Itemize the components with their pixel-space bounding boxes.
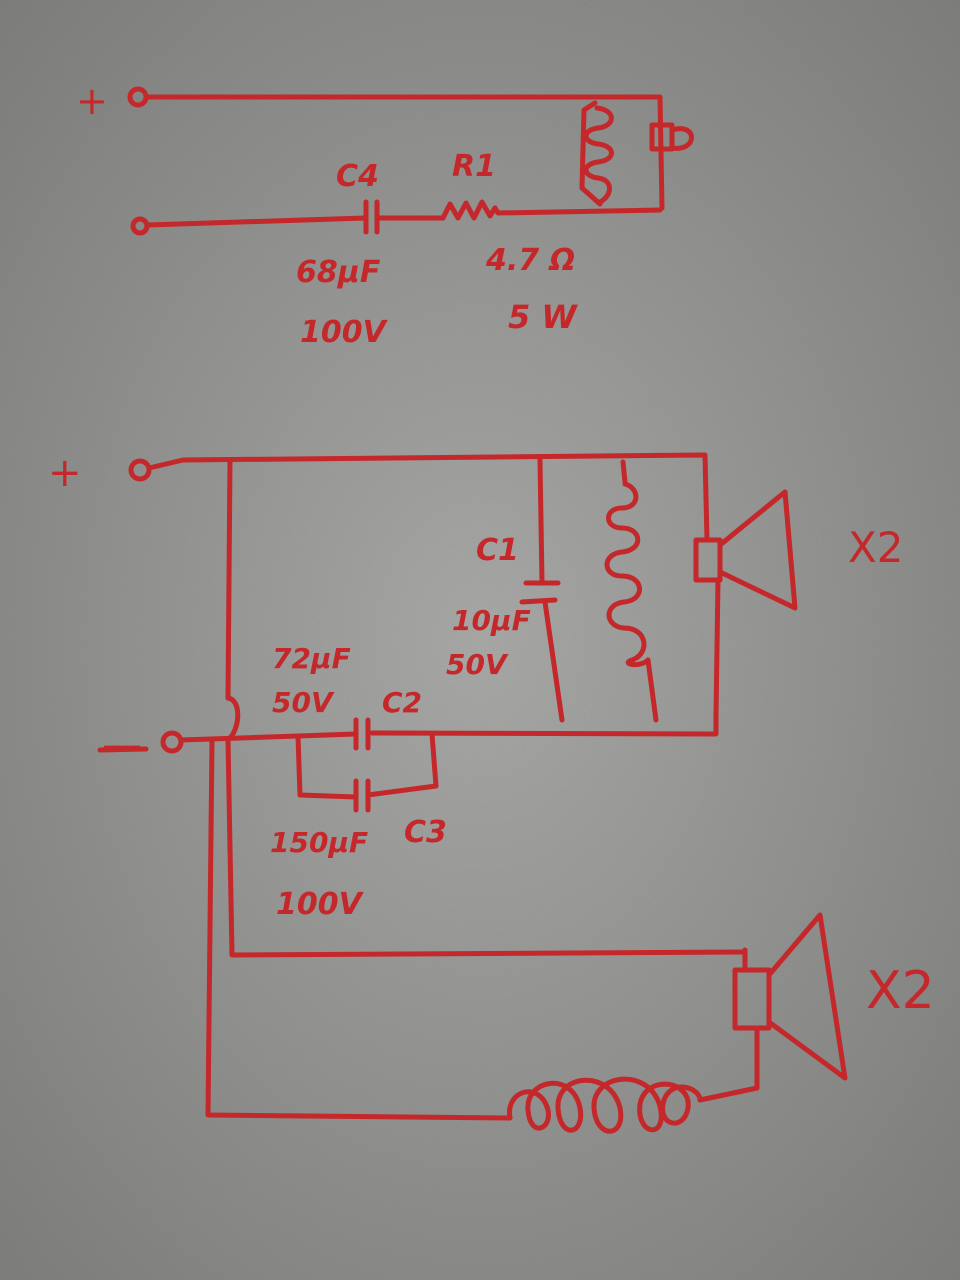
lower-speaker-feed-wire — [697, 1027, 760, 1103]
labels: + C4 R1 68µF 100V 4.7 Ω 5 W + — C1 10µF … — [48, 79, 935, 1021]
c4-voltage: 100V — [300, 315, 389, 350]
c4-label: C4 — [336, 159, 379, 194]
c1-capacitor-plate-b — [519, 597, 558, 605]
negative-input-terminal — [160, 730, 184, 754]
lower-speaker-count: X2 — [866, 961, 935, 1021]
positive-rail-wire — [146, 452, 710, 543]
c4-value: 68µF — [296, 255, 381, 290]
top-rail-wire — [143, 94, 665, 211]
upper-speaker-count: X2 — [848, 523, 904, 572]
c2-value: 72µF — [272, 642, 351, 675]
speaker-cone-icon — [717, 489, 798, 611]
inductor-top-wire — [620, 459, 628, 485]
outer-return-wire — [205, 737, 513, 1121]
c1-voltage: 50V — [446, 648, 509, 681]
c3-right-wire — [365, 731, 439, 798]
woofer-crossover — [97, 452, 848, 1134]
series-inductor-icon — [507, 1076, 703, 1134]
tweeter-positive-label: + — [76, 79, 108, 123]
negative-rail-right — [369, 712, 719, 737]
inductor-coil-icon — [583, 105, 614, 205]
woofer-negative-label: — — [102, 722, 142, 768]
c1-value: 10µF — [452, 604, 531, 637]
inductor-bottom-wire — [645, 657, 659, 723]
c3-left-wire — [295, 733, 359, 800]
upper-speaker-return-wire — [713, 577, 721, 718]
upper-speaker-magnet — [693, 537, 723, 583]
cap-input-wire — [144, 215, 368, 228]
lower-speaker-magnet — [732, 967, 772, 1031]
speaker-cone-icon — [766, 912, 848, 1081]
r1-label: R1 — [452, 149, 496, 184]
negative-sign-mark — [97, 746, 149, 753]
inductor-coil-icon — [604, 481, 651, 668]
c2-label: C2 — [382, 686, 422, 719]
tweeter-inductor-bracket — [579, 100, 603, 207]
resistor-output-wire — [492, 205, 663, 216]
c1-lower-wire — [542, 599, 565, 723]
c3-label: C3 — [404, 815, 447, 850]
c3-value: 150µF — [270, 826, 368, 859]
r1-value: 4.7 Ω — [485, 243, 575, 278]
positive-input-terminal — [128, 458, 152, 482]
r1-power: 5 W — [508, 298, 578, 336]
c1-label: C1 — [476, 533, 519, 568]
tweeter-icon — [649, 122, 675, 152]
negative-rail-wire — [178, 731, 359, 743]
c3-voltage: 100V — [276, 887, 365, 922]
r1-resistor — [440, 199, 498, 221]
woofer-positive-label: + — [48, 450, 82, 496]
c1-upper-wire — [537, 457, 545, 585]
tweeter-dome — [669, 126, 694, 151]
tweeter-crossover — [127, 86, 694, 236]
c2-voltage: 50V — [272, 686, 335, 719]
